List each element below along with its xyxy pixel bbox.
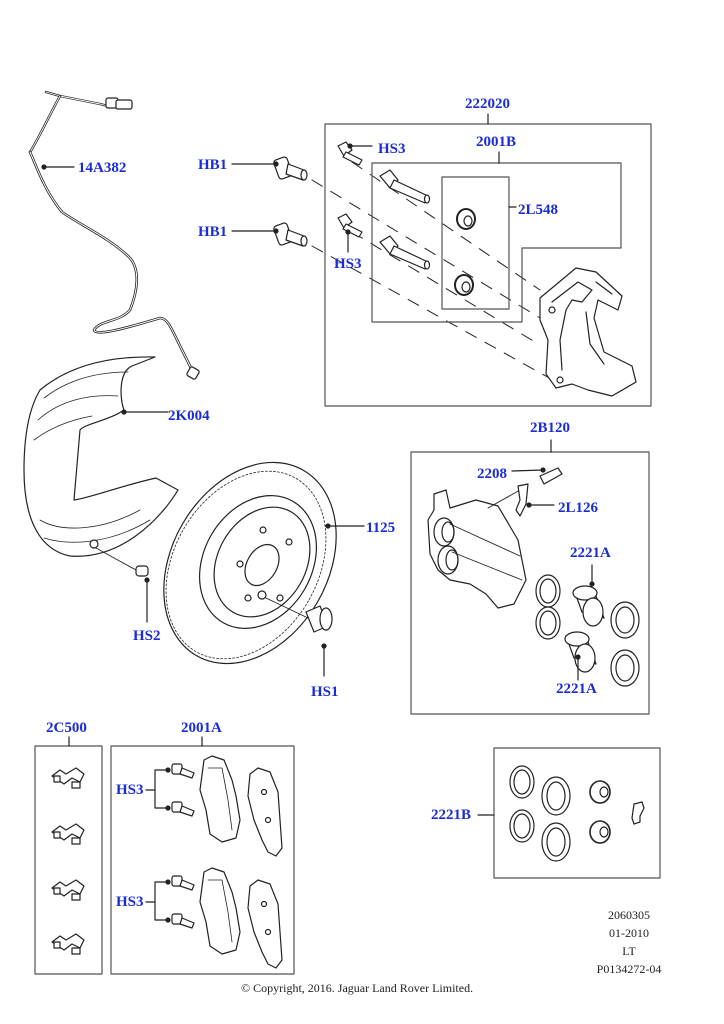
leader-line: [145, 769, 168, 809]
caliper-carrier[interactable]: [539, 267, 637, 397]
illustration-code: 2060305: [608, 908, 650, 922]
guide-pin-boot-lower[interactable]: [454, 274, 474, 296]
brake-pads[interactable]: [199, 755, 283, 969]
callout-222020[interactable]: 222020: [465, 96, 510, 112]
callout-2221a-upper[interactable]: 2221A: [570, 545, 611, 561]
piston-lower[interactable]: [564, 631, 597, 673]
guide-pin-boot-box: [441, 176, 510, 310]
illustration-info: 2060305 01-2010 LT P0134272-04: [584, 906, 674, 978]
illustration-part-ref: P0134272-04: [596, 962, 662, 976]
callout-hs2[interactable]: HS2: [133, 628, 161, 644]
caliper-housing-box: [410, 451, 650, 715]
callout-2k004[interactable]: 2K004: [168, 408, 210, 424]
callout-hs3-pads-upper[interactable]: HS3: [116, 782, 144, 798]
pad-clips[interactable]: [51, 767, 85, 955]
callout-hs1[interactable]: HS1: [311, 684, 339, 700]
hub-bolt-lower[interactable]: [273, 222, 308, 247]
callout-2208[interactable]: 2208: [477, 466, 507, 482]
callout-hb1-lower[interactable]: HB1: [198, 224, 228, 240]
callout-2001b[interactable]: 2001B: [476, 134, 517, 150]
callout-hs3-upper[interactable]: HS3: [378, 141, 406, 157]
guide-pin-kit-box: [371, 162, 622, 323]
callout-2c500[interactable]: 2C500: [46, 720, 87, 736]
bleed-screw[interactable]: [539, 467, 563, 485]
callout-14a382[interactable]: 14A382: [78, 160, 127, 176]
callout-2l126[interactable]: 2L126: [558, 500, 599, 516]
seal-kit-box: [493, 747, 661, 879]
callout-hs3-lower[interactable]: HS3: [334, 256, 362, 272]
callout-2221a-lower[interactable]: 2221A: [556, 681, 597, 697]
callout-2l548[interactable]: 2L548: [518, 202, 559, 218]
callout-hs3-pads-lower[interactable]: HS3: [116, 894, 144, 910]
guide-pin-lower[interactable]: [379, 235, 431, 270]
guide-pin-upper[interactable]: [379, 169, 431, 204]
carrier-bolt-lower[interactable]: [337, 213, 363, 238]
leader-line: [511, 469, 544, 472]
leader-line: [145, 881, 168, 921]
callout-2b120[interactable]: 2B120: [530, 420, 571, 436]
guide-pin-boot-upper[interactable]: [456, 208, 476, 230]
illustration-date: 01-2010: [609, 926, 649, 940]
assembly-lines: [311, 161, 561, 385]
shield-screw[interactable]: [95, 547, 150, 583]
copyright-notice: © Copyright, 2016. Jaguar Land Rover Lim…: [241, 981, 474, 995]
pad-bolts[interactable]: [165, 763, 195, 929]
disc-screw[interactable]: [265, 597, 333, 649]
carrier-bolt-upper[interactable]: [337, 141, 363, 166]
callout-hb1-upper[interactable]: HB1: [198, 157, 228, 173]
piston-upper[interactable]: [572, 581, 605, 627]
callout-2221b[interactable]: 2221B: [431, 807, 472, 823]
piston-seals[interactable]: [535, 574, 640, 687]
callout-1125[interactable]: 1125: [366, 520, 396, 536]
caliper-housing[interactable]: [427, 489, 527, 609]
callout-2001a[interactable]: 2001A: [181, 720, 222, 736]
seal-kit-parts[interactable]: [509, 765, 645, 862]
splash-shield[interactable]: [23, 356, 179, 557]
bleed-cap[interactable]: [515, 483, 532, 517]
illustration-side: LT: [622, 944, 636, 958]
hub-bolt-upper[interactable]: [273, 156, 308, 181]
brake-disc[interactable]: [129, 431, 371, 694]
wheel-speed-sensor[interactable]: [28, 90, 200, 380]
